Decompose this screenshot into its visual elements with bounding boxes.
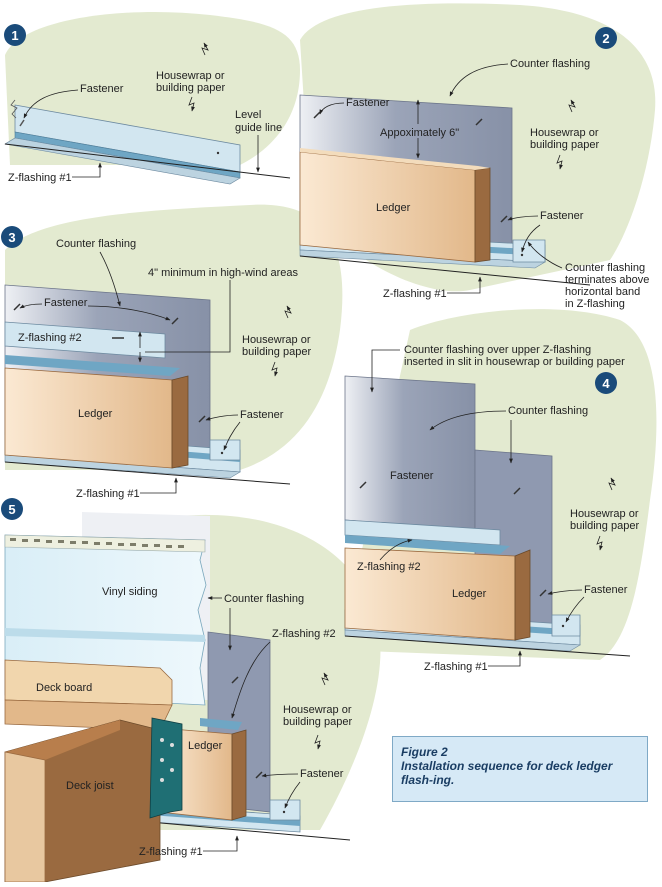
s2-zflash-label: Z-flashing #1 [383,288,447,300]
step-4-badge [595,372,617,394]
s3-zflash2-label: Z-flashing #2 [18,332,82,344]
s2-counter-label: Counter flashing [510,58,590,70]
s3-housewrap-label-2: building paper [242,346,311,358]
s4-zflash1-label: Z-flashing #1 [424,661,488,673]
step-2-badge [595,27,617,49]
s4-zflash2-label: Z-flashing #2 [357,561,421,573]
step-3-number: 3 [8,230,15,245]
figure-caption: Figure 2 Installation sequence for deck … [392,736,648,802]
step-5-badge [1,498,23,520]
s3-fastener-label-a: Fastener [44,297,88,309]
s4-fastener-label-b: Fastener [584,584,628,596]
s1-fastener-label: Fastener [80,83,124,95]
s2-term-label-3: horizontal band [565,286,640,298]
s1-housewrap-label-2: building paper [156,82,225,94]
s2-housewrap-label-2: building paper [530,139,599,151]
s2-ledger-label: Ledger [376,202,411,214]
s4-housewrap-label-1: Housewrap or [570,508,639,520]
caption-title: Figure 2 [401,745,448,759]
s5-fastener-label: Fastener [300,768,344,780]
step-4-number: 4 [602,376,610,391]
step-5-number: 5 [8,502,15,517]
s2-approx-label: Appoximately 6" [380,127,459,139]
s4-over-label-1: Counter flashing over upper Z-flashing [404,344,591,356]
s2-term-label-4: in Z-flashing [565,298,625,310]
s1-housewrap-label-1: Housewrap or [156,70,225,82]
step-1-panel: 1 Fastener Housewrap or building paper L… [4,24,291,185]
s2-fastener-label-a: Fastener [346,97,390,109]
s5-housewrap-label-2: building paper [283,716,352,728]
step-5-panel: 5 Viny [1,498,352,883]
step-3-panel: 3 Counter flashing 4" minimum in high-wi… [1,226,311,500]
s3-fastener-label-b: Fastener [240,409,284,421]
s3-min-label: 4" minimum in high-wind areas [148,267,299,279]
s2-term-label-2: terminates above [565,274,649,286]
s5-siding-label: Vinyl siding [102,586,157,598]
s4-ledger-label: Ledger [452,588,487,600]
s2-housewrap-label-1: Housewrap or [530,127,599,139]
s5-ledger-label: Ledger [188,740,223,752]
step-2-panel: 2 Counter flashing Fastener Appoximately… [299,27,649,310]
deck-board [4,659,173,706]
s4-fastener-label-a: Fastener [390,470,434,482]
step-1-badge [4,24,26,46]
s5-zflash2-label: Z-flashing #2 [272,628,336,640]
s4-housewrap-label-2: building paper [570,520,639,532]
s3-ledger-label: Ledger [78,408,113,420]
joist-hanger [149,717,183,819]
s5-zflash1-label: Z-flashing #1 [139,846,203,858]
step-1-number: 1 [11,28,18,43]
step-2-number: 2 [602,31,609,46]
s3-counter-label: Counter flashing [56,238,136,250]
s2-fastener-label-b: Fastener [540,210,584,222]
s1-zflash-label: Z-flashing #1 [8,172,72,184]
s2-term-label-1: Counter flashing [565,262,645,274]
s4-counter-label: Counter flashing [508,405,588,417]
s1-level-label-1: Level [235,109,261,121]
s3-zflash1-label: Z-flashing #1 [76,488,140,500]
s3-housewrap-label-1: Housewrap or [242,334,311,346]
s1-level-label-2: guide line [235,122,282,134]
s5-counter-label: Counter flashing [224,593,304,605]
s4-over-label-2: inserted in slit in housewrap or buildin… [404,356,625,368]
caption-body: Installation sequence for deck ledger fl… [401,759,613,787]
s5-joist-label: Deck joist [66,780,114,792]
step-4-panel: 4 Counter flashing over upper Z-flashing… [344,344,639,673]
s5-deckboard-label: Deck board [36,682,92,694]
s5-housewrap-label-1: Housewrap or [283,704,352,716]
step-3-badge [1,226,23,248]
